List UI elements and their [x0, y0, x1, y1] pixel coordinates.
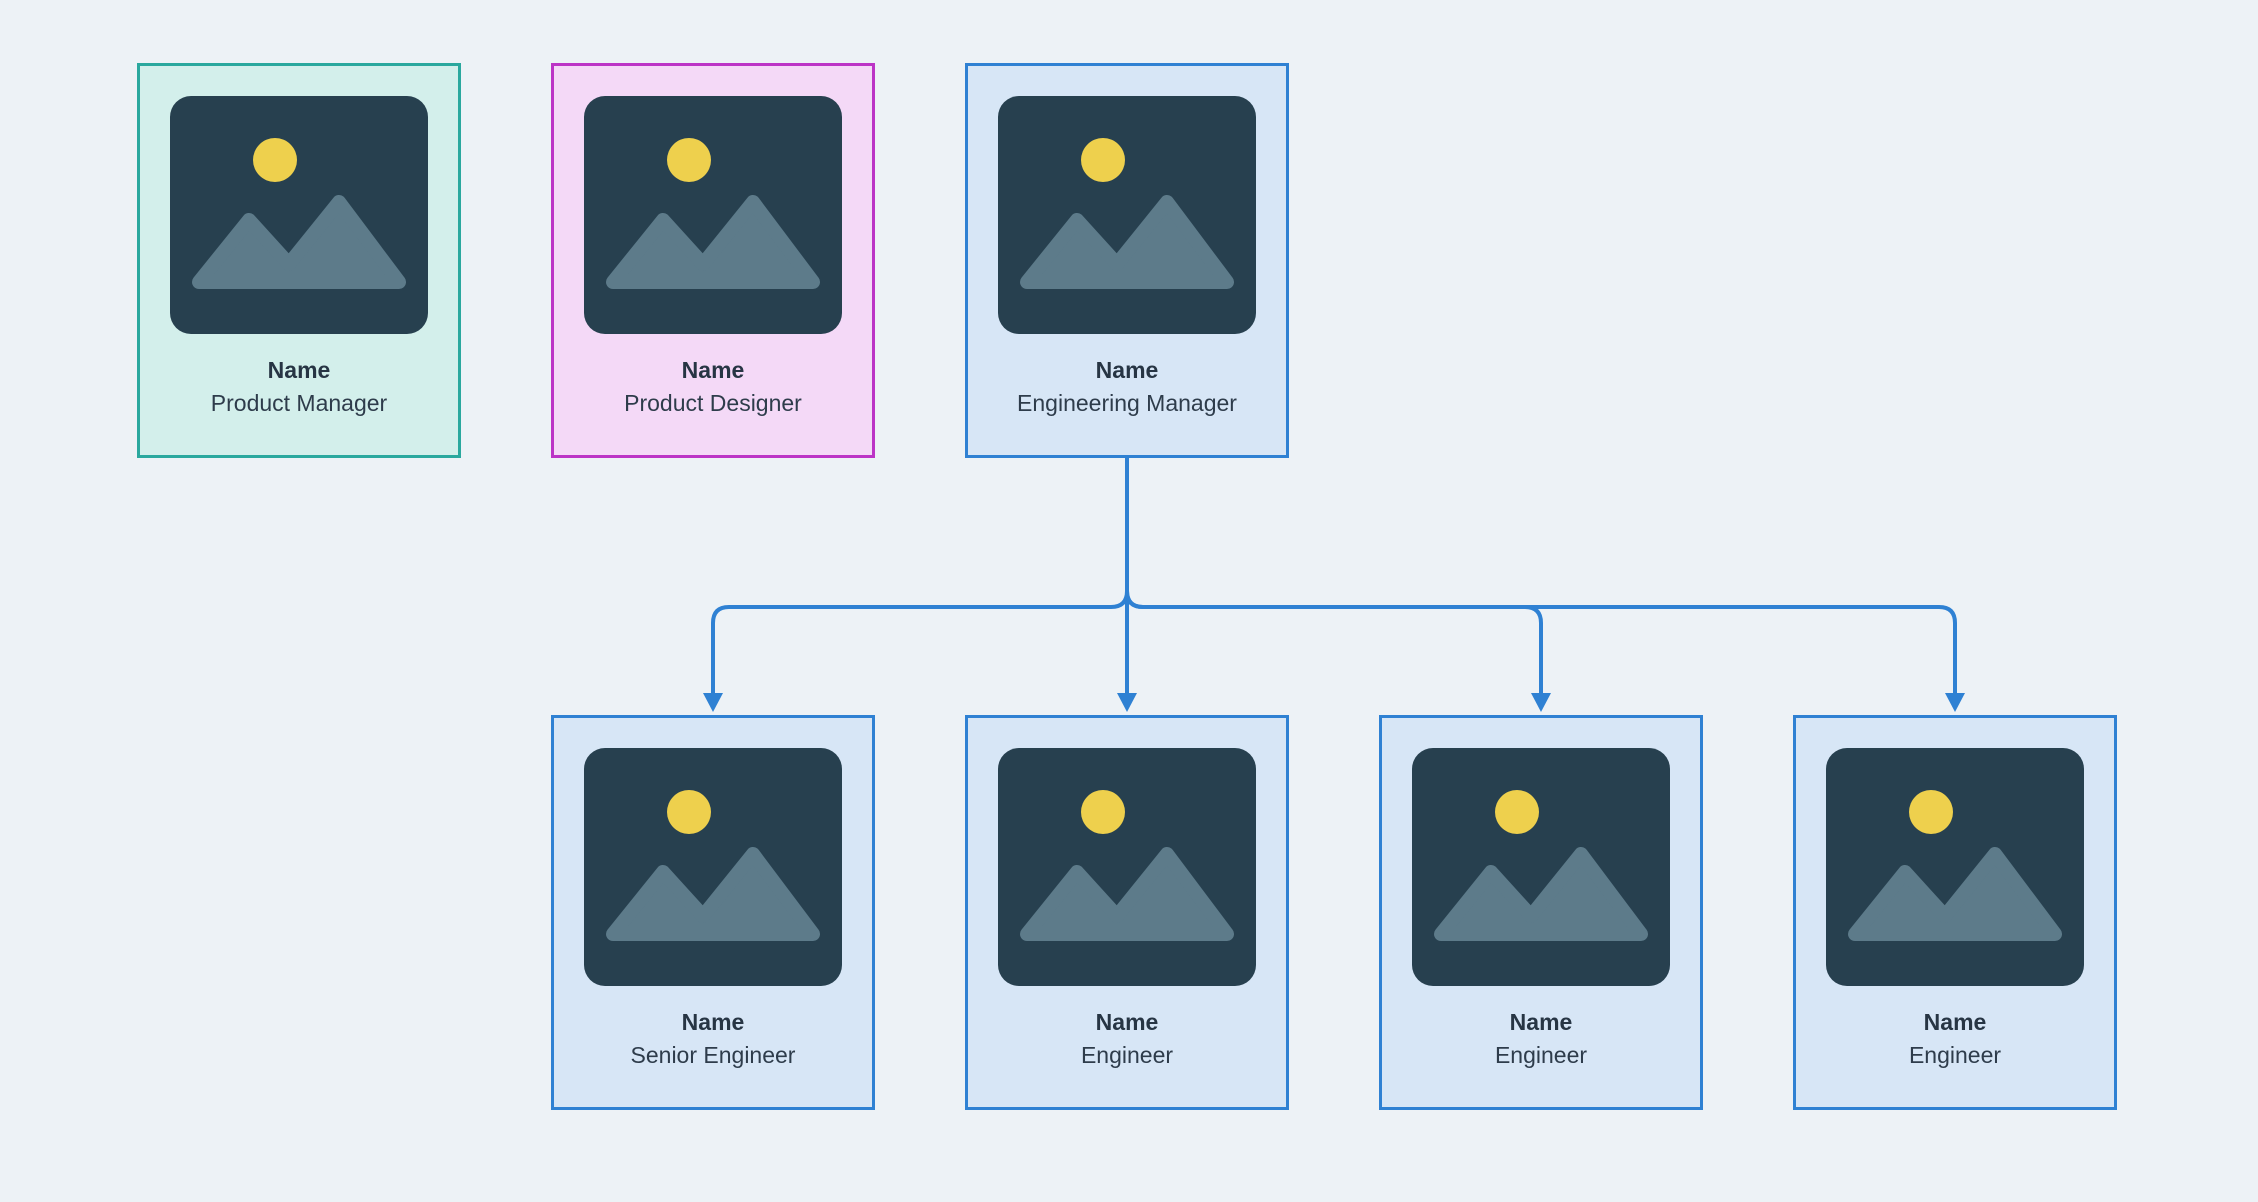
connector-to-senior-engineer — [711, 458, 1129, 696]
node-name-label: Name — [681, 1009, 745, 1035]
org-node-senior-engineer[interactable]: Name Senior Engineer — [551, 715, 875, 1110]
node-name-label: Name — [681, 357, 745, 383]
node-labels: Name Engineer — [968, 1006, 1286, 1072]
node-labels: Name Product Designer — [554, 354, 872, 420]
image-placeholder-icon — [998, 96, 1256, 334]
arrowhead-engineer-2 — [1531, 693, 1551, 712]
node-role-label: Engineering Manager — [1017, 390, 1237, 416]
image-placeholder-icon — [998, 748, 1256, 986]
arrowhead-senior-engineer — [703, 693, 723, 712]
org-node-engineer-1[interactable]: Name Engineer — [965, 715, 1289, 1110]
image-placeholder-icon — [170, 96, 428, 334]
node-labels: Name Product Manager — [140, 354, 458, 420]
org-node-engineer-3[interactable]: Name Engineer — [1793, 715, 2117, 1110]
node-name-label: Name — [1509, 1009, 1573, 1035]
node-name-label: Name — [267, 357, 331, 383]
image-placeholder-icon — [1412, 748, 1670, 986]
node-labels: Name Engineer — [1796, 1006, 2114, 1072]
node-role-label: Engineer — [1494, 1042, 1588, 1068]
image-placeholder-icon — [584, 96, 842, 334]
node-labels: Name Senior Engineer — [554, 1006, 872, 1072]
node-role-label: Engineer — [1080, 1042, 1174, 1068]
connector-to-engineer-2 — [1125, 458, 1543, 696]
org-node-product-designer[interactable]: Name Product Designer — [551, 63, 875, 458]
image-placeholder-icon — [1826, 748, 2084, 986]
node-labels: Name Engineer — [1382, 1006, 1700, 1072]
node-name-label: Name — [1923, 1009, 1987, 1035]
node-role-label: Senior Engineer — [630, 1042, 796, 1068]
arrowhead-engineer-1 — [1117, 693, 1137, 712]
node-name-label: Name — [1095, 357, 1159, 383]
node-role-label: Engineer — [1908, 1042, 2002, 1068]
arrowhead-engineer-3 — [1945, 693, 1965, 712]
image-placeholder-icon — [584, 748, 842, 986]
org-node-engineering-manager[interactable]: Name Engineering Manager — [965, 63, 1289, 458]
node-labels: Name Engineering Manager — [968, 354, 1286, 420]
node-name-label: Name — [1095, 1009, 1159, 1035]
connector-to-engineer-3 — [1125, 458, 1957, 696]
node-role-label: Product Designer — [624, 390, 802, 416]
node-role-label: Product Manager — [210, 390, 388, 416]
org-node-engineer-2[interactable]: Name Engineer — [1379, 715, 1703, 1110]
org-node-product-manager[interactable]: Name Product Manager — [137, 63, 461, 458]
